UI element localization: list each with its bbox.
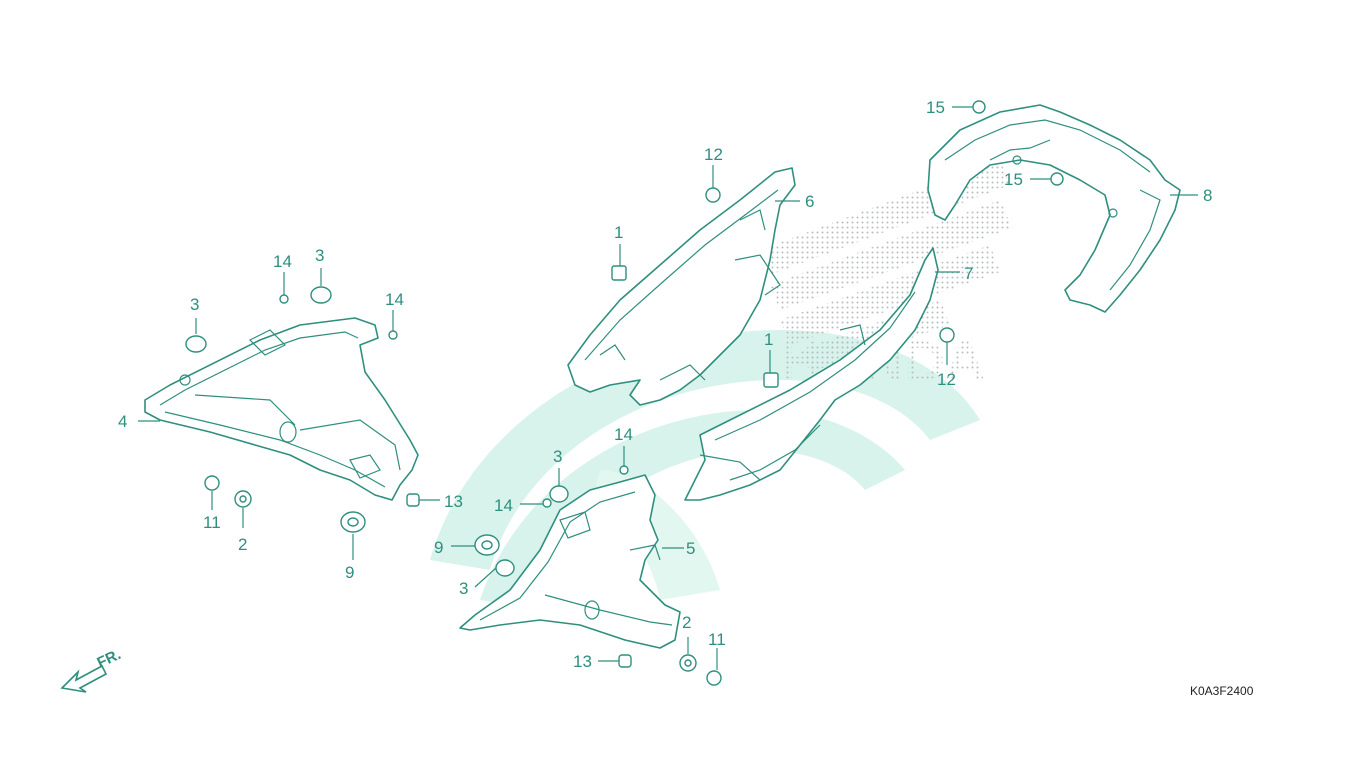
rubber-3-a [185,335,207,353]
callout-2-a: 2 [238,535,247,554]
callouts: 1 1 2 2 3 3 3 3 4 5 6 7 8 9 9 11 11 12 1… [118,98,1212,671]
callout-14-a: 14 [273,252,292,271]
grommet-2-a-inner [239,495,247,503]
callout-15-b: 15 [1004,170,1023,189]
screw-14-a [279,294,289,304]
callout-14-d: 14 [494,496,513,515]
callout-9-b: 9 [434,538,443,557]
bolt-11-a [204,475,220,491]
callout-14-c: 14 [614,425,633,444]
callout-13-a: 13 [444,492,463,511]
screw-15-a [972,100,986,114]
collar-13-b [618,654,632,668]
bolt-11-b [706,670,722,686]
bolt-12-b [939,327,955,343]
screw-14-c [619,465,629,475]
leader-lines [138,106,1198,670]
clip-1-a [611,265,627,281]
callout-6: 6 [805,192,814,211]
grommet-2-b-inner [684,659,692,667]
callout-13-b: 13 [573,652,592,671]
bolt-12-a [705,187,721,203]
callout-3-c: 3 [553,447,562,466]
washer-9-a-inner [347,517,359,527]
front-marker-label: FR. [95,646,124,672]
callout-14-b: 14 [385,290,404,309]
callout-12-a: 12 [704,145,723,164]
part-8-rear-cowl [927,104,1181,313]
callout-12-b: 12 [937,370,956,389]
callout-3-b: 3 [315,246,324,265]
callout-3-d: 3 [459,579,468,598]
rubber-3-c [549,485,569,503]
screw-14-b [388,330,398,340]
screw-14-d [542,498,552,508]
callout-5: 5 [686,539,695,558]
callout-4: 4 [118,412,127,431]
callout-1-b: 1 [764,330,773,349]
callout-3-a: 3 [190,295,199,314]
arrow-left-icon [60,664,108,693]
callout-11-a: 11 [203,513,221,532]
callout-9-a: 9 [345,563,354,582]
part-7-rear-side-cover [684,247,939,501]
part-4-left-side-cover [144,317,419,501]
part-5-lower-side-cover [459,474,681,649]
diagram-code: K0A3F2400 [1190,684,1254,698]
front-direction-arrow: FR. [60,646,124,693]
clip-1-b [763,372,779,388]
callout-11-b: 11 [708,630,726,649]
callout-1-a: 1 [614,223,623,242]
part-6-upper-side-cover [567,167,796,406]
callout-8: 8 [1203,186,1212,205]
rubber-3-d [495,559,515,577]
washer-9-b-inner [481,540,493,550]
callout-15-a: 15 [926,98,945,117]
collar-13-a [406,493,420,507]
screw-15-b [1050,172,1064,186]
callout-2-b: 2 [682,613,691,632]
rubber-3-b [310,286,332,304]
callout-7: 7 [964,264,973,283]
